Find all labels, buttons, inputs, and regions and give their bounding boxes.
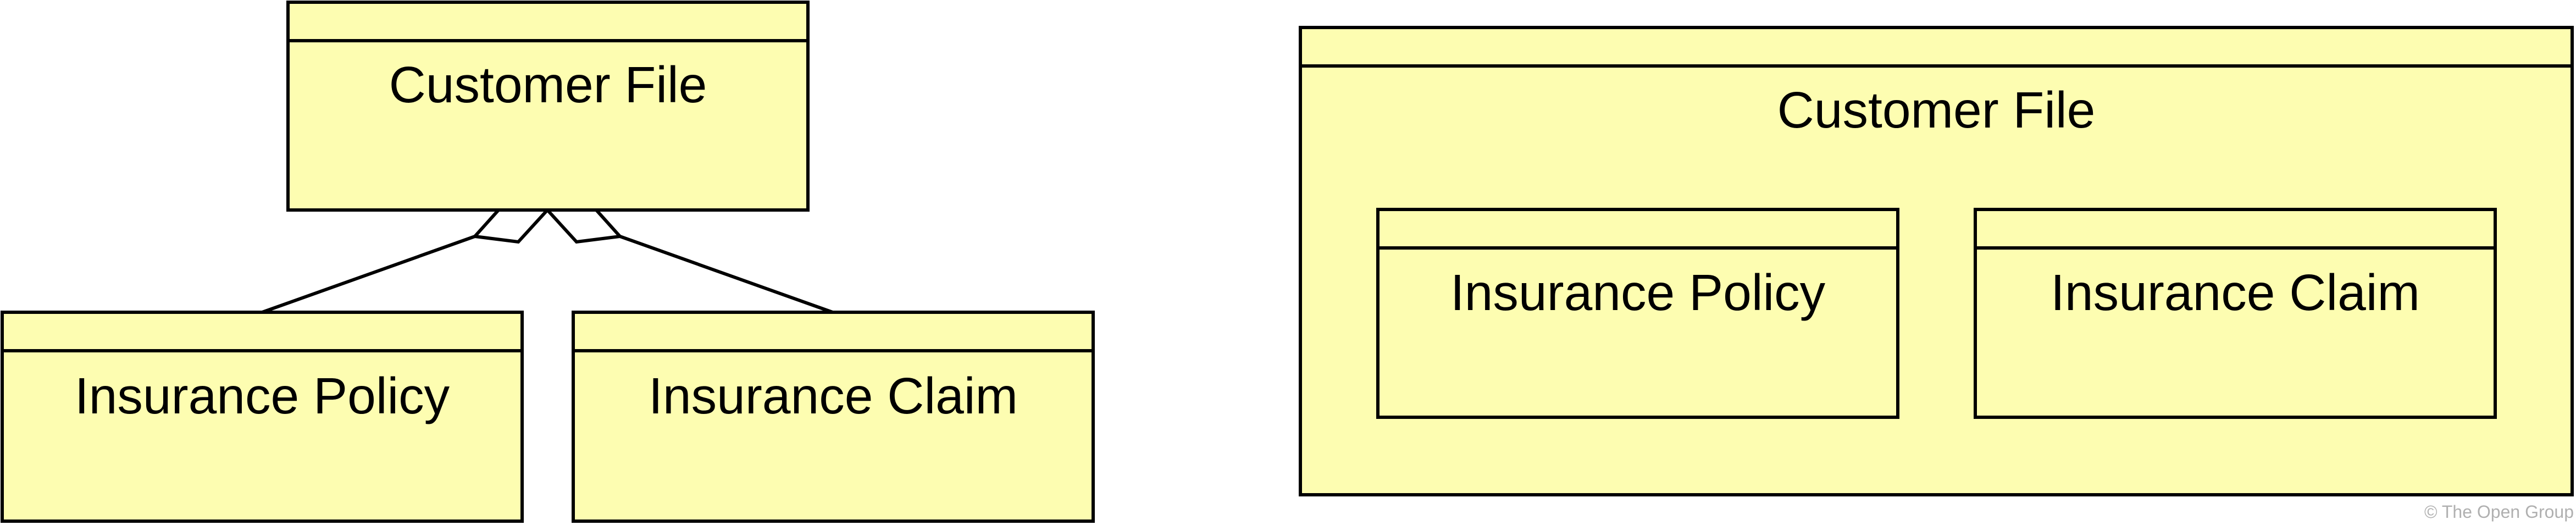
business-object-label: Insurance Policy <box>75 367 450 424</box>
aggregation-line-claim[interactable] <box>619 235 834 314</box>
business-object-label: Customer File <box>1777 81 2096 139</box>
business-object-insurance-claim-nested[interactable]: Insurance Claim <box>1974 208 2497 419</box>
right-diagram: Customer File Insurance Policy Insurance… <box>1299 26 2574 496</box>
business-object-insurance-policy[interactable]: Insurance Policy <box>1 311 524 523</box>
left-diagram: Customer File Insurance Policy Insurance… <box>1 1 1095 523</box>
copyright-notice: © The Open Group <box>2424 502 2574 522</box>
business-object-insurance-policy-nested[interactable]: Insurance Policy <box>1376 208 1899 419</box>
aggregation-line-policy[interactable] <box>261 235 476 314</box>
business-object-customer-file[interactable]: Customer File <box>286 1 810 212</box>
business-object-label: Insurance Claim <box>2051 264 2420 321</box>
business-object-label: Customer File <box>389 56 707 113</box>
business-object-label: Insurance Claim <box>649 367 1018 424</box>
business-object-insurance-claim[interactable]: Insurance Claim <box>572 311 1095 523</box>
business-object-label: Insurance Policy <box>1450 264 1826 321</box>
